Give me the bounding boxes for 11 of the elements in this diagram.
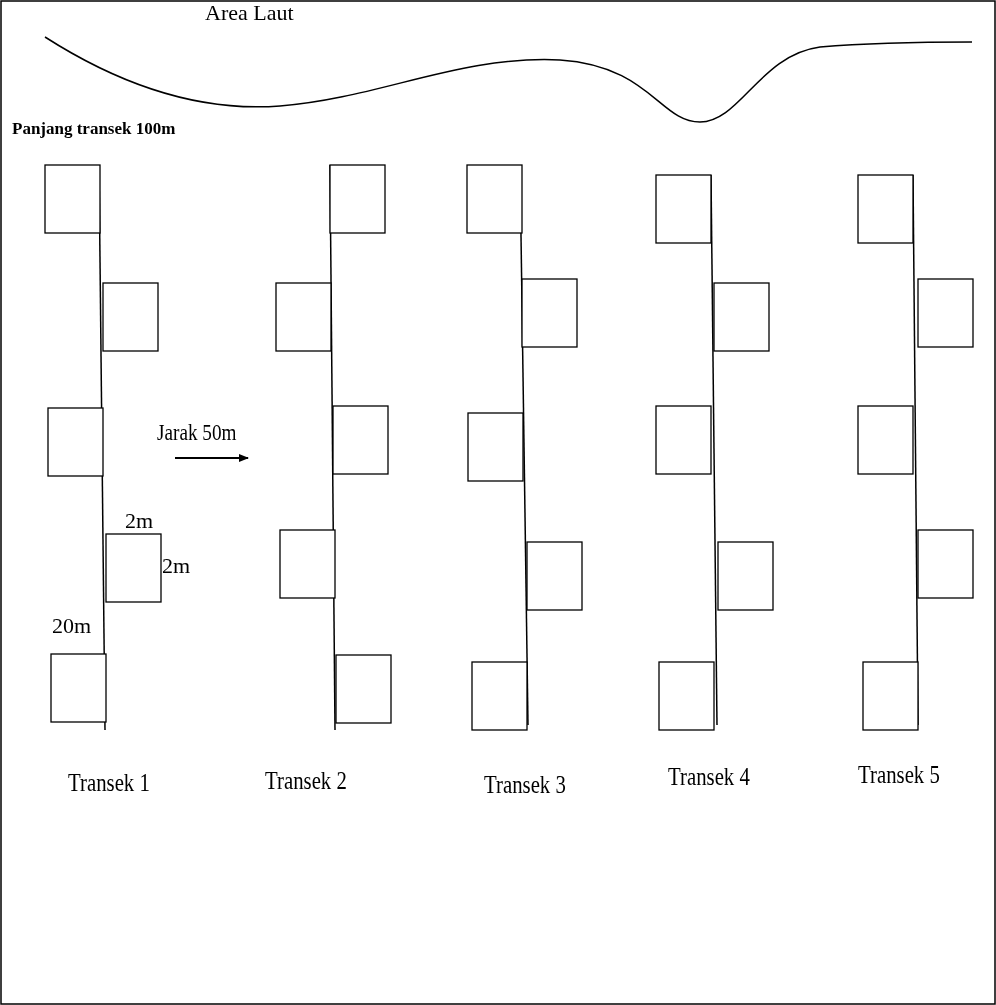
distance-label: Jarak 50m	[157, 420, 237, 444]
transect-label: Transek 1	[68, 770, 150, 796]
dimension-label: 20m	[52, 615, 92, 637]
transect-label: Transek 5	[858, 762, 940, 788]
transect-label: Transek 2	[265, 768, 347, 794]
transect-label: Transek 4	[668, 764, 750, 790]
dimension-label: 2m	[162, 555, 191, 577]
dimension-label: 2m	[125, 510, 154, 532]
length-label: Panjang transek 100m	[12, 120, 176, 137]
transect-label: Transek 3	[484, 772, 566, 798]
area-label: Area Laut	[205, 2, 294, 24]
